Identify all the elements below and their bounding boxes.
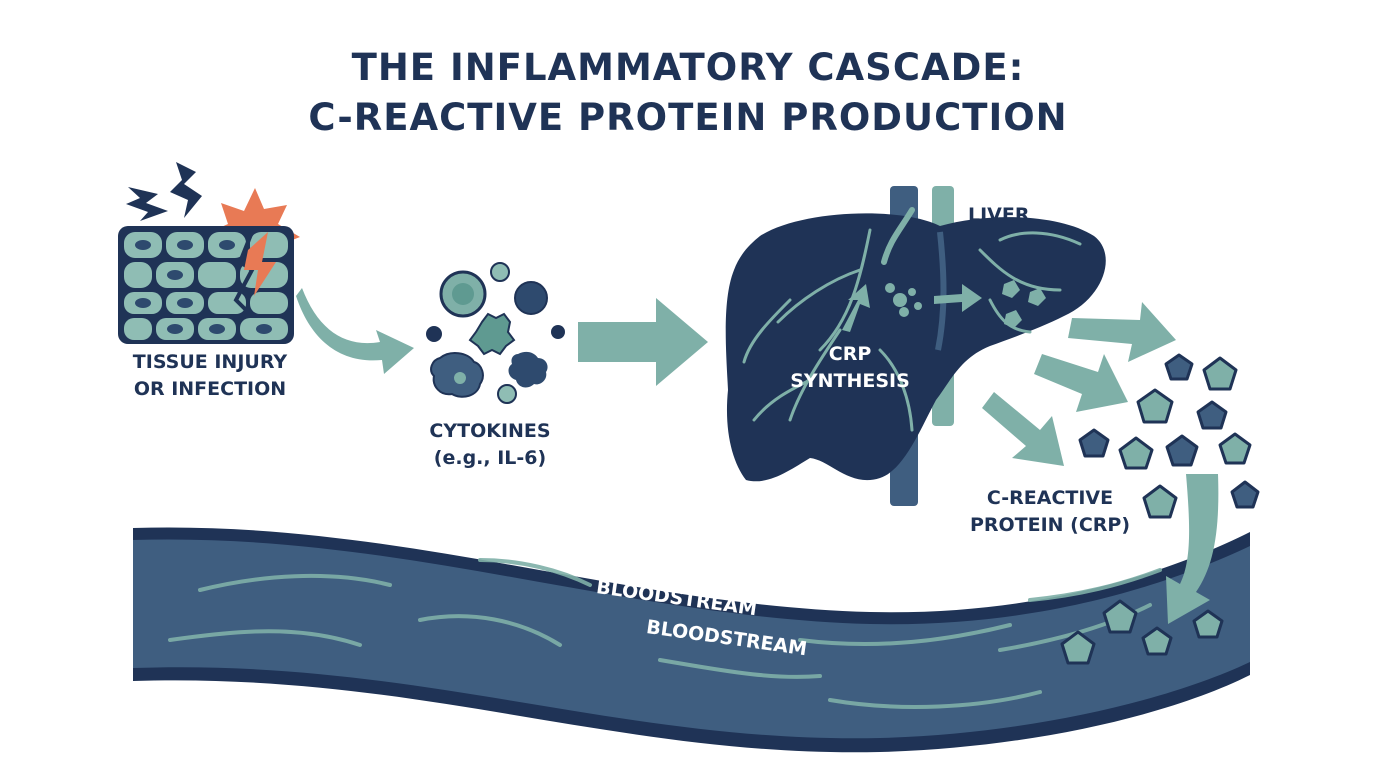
synthesis-label-line-1: CRP (828, 343, 872, 365)
lightning-bolt-icon (126, 162, 202, 221)
injury-label-line-2: OR INFECTION (133, 378, 287, 400)
synthesis-label-line-2: SYNTHESIS (790, 370, 910, 392)
cell-tissue-icon (118, 226, 294, 344)
cytokines-label-line-2: (e.g., IL-6) (433, 447, 547, 469)
injury-label-line-1: TISSUE INJURY (132, 351, 288, 373)
crp-pentagon-icon (1060, 353, 1260, 665)
bloodstream-vessel (133, 527, 1250, 753)
title-line-1: THE INFLAMMATORY CASCADE: (351, 46, 1025, 89)
liver-organ-icon (725, 186, 1106, 506)
flow-arrow-icon (296, 288, 1219, 624)
crp-label-line-1: C-REACTIVE (986, 487, 1114, 509)
title-line-2: C-REACTIVE PROTEIN PRODUCTION (308, 96, 1068, 139)
crp-label-line-2: PROTEIN (CRP) (969, 514, 1131, 536)
cytokines-label-line-1: CYTOKINES (429, 420, 551, 442)
cytokine-molecule-icon (426, 262, 565, 404)
liver-label: LIVER (968, 204, 1030, 226)
